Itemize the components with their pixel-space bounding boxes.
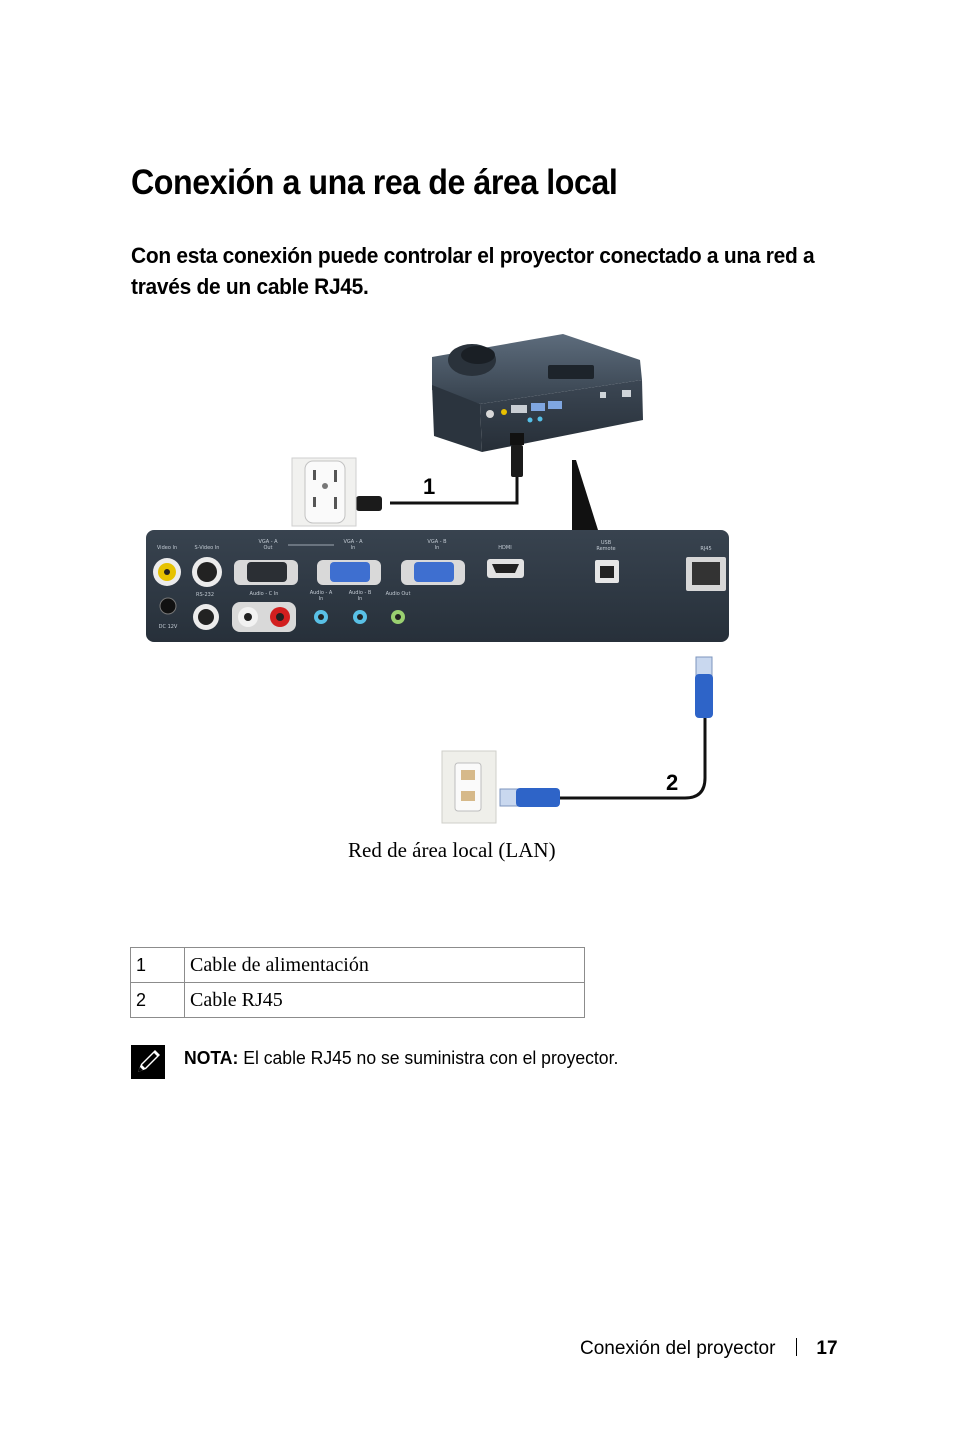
svg-text:VGA - B: VGA - B [427,539,447,545]
page-footer: Conexión del proyector 17 [580,1338,838,1360]
note-pencil-icon [131,1045,165,1079]
svg-text:USB: USB [601,540,612,546]
zoom-wedge [572,460,598,530]
note-block: NOTA: El cable RJ45 no se suministra con… [131,1042,891,1082]
footer-section-title: Conexión del proyector [580,1338,776,1359]
svg-text:Out: Out [263,545,272,551]
svg-text:RJ45: RJ45 [700,546,711,552]
note-text: El cable RJ45 no se suministra con el pr… [243,1047,619,1068]
rj45-cable [499,656,713,807]
intro-paragraph: Con esta conexión puede controlar el pro… [131,243,815,299]
svg-text:In: In [351,545,356,551]
svg-text:Audio - C In: Audio - C In [250,591,279,597]
svg-text:S-Video In: S-Video In [195,545,220,551]
svg-text:HDMI: HDMI [498,545,511,551]
table-row: 2 Cable RJ45 [130,982,585,1018]
svg-text:RS-232: RS-232 [196,592,214,598]
legend-number: 1 [130,947,185,983]
note-label: NOTA: [184,1047,239,1068]
projector-image [432,334,643,452]
svg-text:In: In [358,596,363,602]
legend-table: 1 Cable de alimentación 2 Cable RJ45 [130,947,585,1018]
svg-text:Audio - A: Audio - A [310,590,333,596]
svg-text:Audio Out: Audio Out [386,591,411,597]
footer-separator [796,1338,798,1356]
svg-text:In: In [319,596,324,602]
page-title: Conexión a una rea de área local [131,163,618,202]
connector-panel: Video In S-Video In VGA - A Out VGA - A … [146,530,729,642]
legend-description: Cable RJ45 [184,982,585,1018]
svg-text:Audio - B: Audio - B [349,590,372,596]
legend-description: Cable de alimentación [184,947,585,983]
callout-2: 2 [666,770,678,795]
svg-text:VGA - A: VGA - A [343,539,363,545]
wall-outlet-image [291,457,357,527]
svg-text:DC 12V: DC 12V [159,624,178,630]
page-number: 17 [816,1338,838,1359]
svg-text:Remote: Remote [596,546,615,552]
legend-number: 2 [130,982,185,1018]
network-wall-jack-image [441,750,497,824]
svg-text:In: In [435,545,440,551]
callout-1: 1 [423,474,435,499]
connection-diagram: 1 Video In S-Video In VGA - A Out VGA - … [146,334,729,824]
svg-text:VGA - A: VGA - A [258,539,278,545]
svg-text:Video In: Video In [157,545,177,551]
diagram-caption: Red de área local (LAN) [348,838,556,862]
table-row: 1 Cable de alimentación [130,947,585,983]
